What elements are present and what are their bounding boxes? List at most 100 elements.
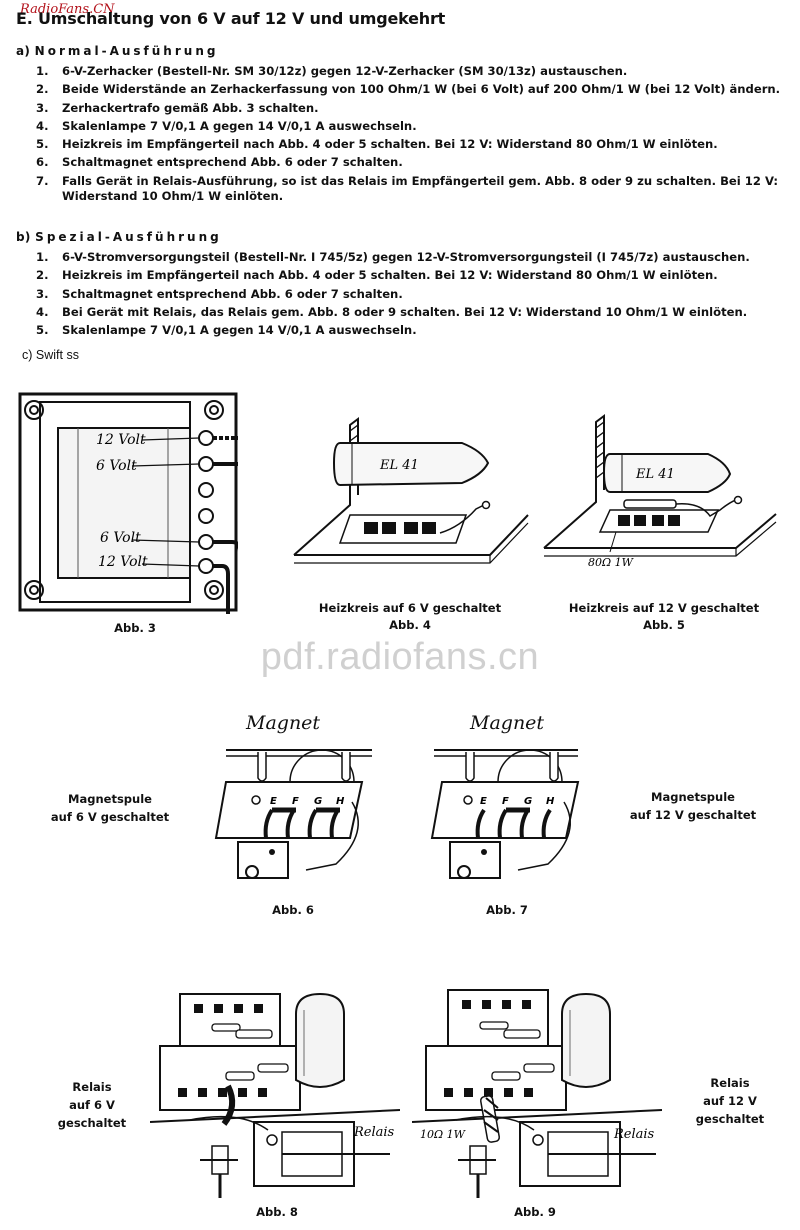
abb8-relais-6v-figure: Relais <box>150 992 400 1198</box>
list-item-number: 5. <box>36 323 49 338</box>
list-item: 5. Heizkreis im Empfängerteil nach Abb. 4… <box>36 137 784 152</box>
abb7-terminal-e: E <box>480 796 487 807</box>
abb5-caption-line1: Heizkreis auf 12 V geschaltet <box>568 601 760 615</box>
list-item-text: Skalenlampe 7 V/0,1 A gegen 14 V/0,1 A a… <box>62 323 417 338</box>
list-item-text: Falls Gerät in Relais-Ausführung, so ist… <box>62 173 779 203</box>
list-item-number: 3. <box>36 286 49 301</box>
magnet-12v-side-label: Magnetspule auf 12 V geschaltet <box>618 788 768 824</box>
list-item: 4. Skalenlampe 7 V/0,1 A gegen 14 V/0,1 A… <box>36 119 784 134</box>
abb3-caption: Abb. 3 <box>114 621 156 635</box>
abb4-caption-line1: Heizkreis auf 6 V geschaltet <box>318 601 502 615</box>
list-item-text: 6-V-Zerhacker (Bestell-Nr. SM 30/12z) ge… <box>62 64 628 78</box>
section-a-heading: a) Normal-Ausführung <box>16 44 218 58</box>
abb6-terminal-g: G <box>314 796 322 807</box>
list-item-text: Heizkreis im Empfängerteil nach Abb. 4 o… <box>62 268 718 283</box>
abb6-magnet-heading: Magnet <box>246 712 321 734</box>
list-item-text: 6-V-Stromversorgungsteil (Bestell-Nr. I … <box>62 250 750 264</box>
section-b-prefix: b) <box>16 230 31 244</box>
list-item-number: 7. <box>36 173 49 188</box>
magnet-12v-side-line1: Magnetspule <box>651 790 735 804</box>
abb7-terminal-g: G <box>524 796 532 807</box>
magnet-6v-side-line2: auf 6 V geschaltet <box>50 810 170 824</box>
abb7-caption: Abb. 7 <box>486 903 528 917</box>
section-b-list: 1. 6-V-Stromversorgungsteil (Bestell-Nr. … <box>36 250 784 341</box>
list-item-text: Bei Gerät mit Relais, das Relais gem. Ab… <box>62 304 748 319</box>
abb4-tube-label: EL 41 <box>379 458 419 473</box>
section-c-heading: c) Swift ss <box>22 348 79 362</box>
abb6-terminal-f: F <box>292 796 299 807</box>
list-item: 3. Zerhackertrafo gemäß Abb. 3 schalten. <box>36 101 784 116</box>
abb8-relais-label: Relais <box>353 1125 395 1140</box>
list-item: 4. Bei Gerät mit Relais, das Relais gem. … <box>36 305 784 320</box>
abb3-label-6v-bottom: 6 Volt <box>100 530 141 546</box>
abb6-caption: Abb. 6 <box>272 903 314 917</box>
relais-6v-side-line1: Relais <box>72 1080 112 1094</box>
abb6-terminal-e: E <box>270 796 277 807</box>
abb9-relais-12v-figure: 10Ω 1W Relais <box>412 989 662 1198</box>
abb8-caption: Abb. 8 <box>256 1205 298 1219</box>
abb7-magnet-12v-figure: E F G H <box>430 749 580 879</box>
abb7-terminal-h: H <box>546 796 555 807</box>
list-item-text: Skalenlampe 7 V/0,1 A gegen 14 V/0,1 A a… <box>62 118 417 133</box>
list-item-number: 2. <box>36 268 49 283</box>
abb4-caption: Heizkreis auf 6 V geschaltet Abb. 4 <box>300 600 520 634</box>
list-item: 2. Heizkreis im Empfängerteil nach Abb. 4… <box>36 268 784 283</box>
abb5-caption: Heizkreis auf 12 V geschaltet Abb. 5 <box>550 600 778 634</box>
relais-6v-side-line2: auf 6 V <box>69 1098 115 1112</box>
magnet-12v-side-line2: auf 12 V geschaltet <box>629 808 757 822</box>
abb4-caption-line2: Abb. 4 <box>389 618 431 632</box>
abb3-label-12v-bottom: 12 Volt <box>98 554 148 570</box>
list-item: 5. Skalenlampe 7 V/0,1 A gegen 14 V/0,1 A… <box>36 323 784 338</box>
abb5-tube-label: EL 41 <box>635 467 675 482</box>
abb4-heater-6v-figure: EL 41 <box>293 417 529 564</box>
magnet-6v-side-line1: Magnetspule <box>68 792 152 806</box>
list-item-number: 6. <box>36 155 49 170</box>
abb3-label-12v-top: 12 Volt <box>96 432 146 448</box>
abb3-label-6v-top: 6 Volt <box>96 458 137 474</box>
abb9-caption: Abb. 9 <box>514 1205 556 1219</box>
relais-12v-side-label: Relais auf 12 V geschaltet <box>680 1074 780 1128</box>
abb7-magnet-heading: Magnet <box>470 712 545 734</box>
list-item-number: 3. <box>36 100 49 115</box>
abb9-resistor-label: 10Ω 1W <box>420 1128 467 1141</box>
list-item: 6. Schaltmagnet entsprechend Abb. 6 oder … <box>36 155 784 170</box>
abb3-transformer-figure: 12 Volt 6 Volt 6 Volt 12 Volt <box>18 392 238 614</box>
abb5-heater-12v-figure: EL 41 80Ω 1W <box>543 414 777 569</box>
section-b-heading: b) Spezial-Ausführung <box>16 230 222 244</box>
section-a-prefix: a) <box>16 44 31 58</box>
list-item-text: Schaltmagnet entsprechend Abb. 6 oder 7 … <box>62 155 403 170</box>
list-item: 1. 6-V-Stromversorgungsteil (Bestell-Nr. … <box>36 250 784 265</box>
section-a-label: Normal-Ausführung <box>34 44 219 58</box>
list-item: 3. Schaltmagnet entsprechend Abb. 6 oder … <box>36 287 784 302</box>
relais-12v-side-line1: Relais <box>710 1076 750 1090</box>
list-item: 7. Falls Gerät in Relais-Ausführung, so i… <box>36 174 784 204</box>
list-item-number: 1. <box>36 250 49 264</box>
list-item-number: 5. <box>36 137 49 152</box>
relais-12v-side-line2: auf 12 V <box>703 1094 757 1108</box>
site-logo: RadioFans.CN <box>20 2 115 17</box>
relais-12v-side-line3: geschaltet <box>695 1112 765 1126</box>
list-item-text: Schaltmagnet entsprechend Abb. 6 oder 7 … <box>62 286 403 301</box>
abb7-terminal-f: F <box>502 796 509 807</box>
abb5-resistor-label: 80Ω 1W <box>588 556 635 569</box>
section-b-label: Spezial-Ausführung <box>35 230 222 244</box>
relais-6v-side-label: Relais auf 6 V geschaltet <box>42 1078 142 1132</box>
list-item: 2. Beide Widerstände an Zerhackerfassung … <box>36 82 784 97</box>
list-item-number: 4. <box>36 304 49 319</box>
list-item: 1. 6-V-Zerhacker (Bestell-Nr. SM 30/12z) … <box>36 64 784 79</box>
page-title: E. Umschaltung von 6 V auf 12 V und umge… <box>16 9 446 28</box>
list-item-number: 4. <box>36 118 49 133</box>
abb9-relais-label: Relais <box>613 1127 655 1142</box>
relais-6v-side-line3: geschaltet <box>57 1116 127 1130</box>
list-item-number: 2. <box>36 82 49 97</box>
abb6-magnet-6v-figure: E F G H <box>214 749 372 879</box>
list-item-text: Zerhackertrafo gemäß Abb. 3 schalten. <box>62 100 319 115</box>
list-item-number: 1. <box>36 64 49 78</box>
abb5-caption-line2: Abb. 5 <box>643 618 685 632</box>
magnet-6v-side-label: Magnetspule auf 6 V geschaltet <box>40 790 180 826</box>
list-item-text: Beide Widerstände an Zerhackerfassung vo… <box>62 82 781 97</box>
section-a-list: 1. 6-V-Zerhacker (Bestell-Nr. SM 30/12z) … <box>36 64 784 207</box>
watermark: pdf.radiofans.cn <box>260 636 540 678</box>
list-item-text: Heizkreis im Empfängerteil nach Abb. 4 o… <box>62 137 718 152</box>
abb6-terminal-h: H <box>336 796 345 807</box>
